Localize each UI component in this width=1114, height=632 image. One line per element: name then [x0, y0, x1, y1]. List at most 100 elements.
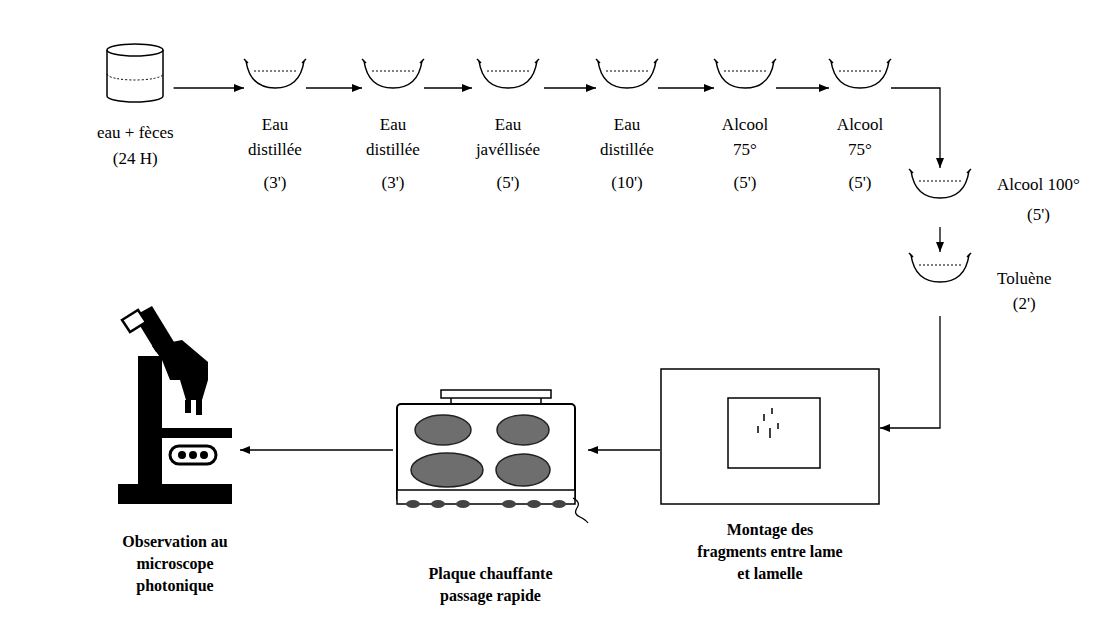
dish-part — [967, 169, 971, 173]
dish-part — [919, 181, 961, 182]
label-group: Alcool 75° (5') — [829, 112, 891, 195]
flow-arrow — [658, 87, 714, 88]
scope-part — [138, 356, 162, 486]
duration-label: (10') — [596, 170, 658, 195]
dish-part — [535, 59, 539, 63]
step-label: Alcool 75° — [829, 112, 891, 162]
label-group: Toluène(2') — [997, 266, 1052, 316]
petri-dish: Eau javéllisée (5') — [472, 58, 544, 195]
plate-part — [397, 490, 575, 504]
beaker-part — [107, 50, 163, 102]
step-label: Eau distillée — [244, 112, 306, 162]
dish-icon — [829, 58, 891, 90]
petri-dish: Eau distillée (3') — [244, 58, 306, 195]
flow-arrow — [776, 87, 829, 88]
scope-part — [180, 380, 208, 400]
plate-part — [415, 415, 471, 445]
plate-part — [406, 500, 420, 508]
plate-part — [552, 500, 566, 508]
label-group: Eau javéllisée (5') — [472, 112, 544, 195]
dish-part — [372, 71, 414, 72]
plate-part — [441, 390, 551, 398]
step-label: Plaque chauffante passage rapide — [421, 563, 561, 607]
petri-dish: Alcool 75° (5') — [829, 58, 891, 195]
label-group: Eau distillée(3') — [362, 112, 424, 195]
dish-part — [254, 71, 296, 72]
slide-icon — [660, 368, 880, 505]
dish-part — [479, 61, 537, 88]
slide-part — [661, 369, 879, 504]
beaker-part — [107, 74, 163, 80]
flow-arrow — [588, 449, 660, 450]
slide-part — [758, 408, 778, 438]
slide-part — [771, 408, 773, 414]
duration-label: (5') — [997, 202, 1080, 227]
label-group: Montage des fragments entre lame et lame… — [694, 519, 846, 585]
flow-arrow — [240, 449, 393, 450]
plate-part — [496, 454, 550, 486]
flow-arrow — [306, 87, 362, 88]
step-label: Eau javéllisée — [472, 112, 544, 162]
flow-arrow — [174, 87, 244, 88]
dish-part — [967, 253, 971, 257]
step-label: Observation au microscope photonique — [113, 531, 238, 597]
slide-mount: Montage des fragments entre lame et lame… — [660, 368, 880, 585]
plate-part — [431, 500, 445, 508]
step-label: Alcool 100° — [997, 172, 1080, 197]
dish-part — [606, 71, 648, 72]
label-group: Eau distillée (10') — [596, 112, 658, 195]
plate-icon — [393, 390, 588, 525]
label-group: Alcool 100° (5') — [997, 172, 1080, 227]
microscope: Observation au microscope photonique — [110, 300, 240, 597]
plate-part — [397, 404, 575, 502]
dish-part — [596, 59, 600, 63]
petri-dish: Alcool 75°(5') — [714, 58, 776, 195]
dish-part — [246, 61, 304, 88]
step-label: Eau distillée — [596, 112, 658, 162]
plate-part — [497, 415, 549, 445]
dish-icon — [244, 58, 306, 90]
slide-part — [757, 426, 759, 433]
step-label: Toluène — [997, 266, 1052, 291]
duration-label: (24 H) — [97, 146, 174, 171]
dish-part — [654, 59, 658, 63]
plate-part — [502, 500, 516, 508]
petri-dish: Toluène(2') — [909, 252, 1052, 316]
label-group: Alcool 75°(5') — [714, 112, 776, 195]
scope-part — [118, 306, 232, 504]
plate-part — [411, 453, 483, 487]
duration-label: (5') — [472, 170, 544, 195]
dish-part — [598, 61, 656, 88]
duration-label: (3') — [244, 170, 306, 195]
label-group: eau + fèces(24 H) — [97, 120, 174, 171]
flow-arrow — [891, 88, 940, 168]
dish-icon — [596, 58, 658, 90]
slide-part — [763, 414, 765, 421]
label-group: Plaque chauffante passage rapide — [421, 563, 561, 607]
dish-part — [829, 59, 833, 63]
dish-icon — [362, 58, 424, 90]
slide-part — [777, 423, 779, 429]
beaker: eau + fèces(24 H) — [97, 42, 174, 171]
beaker-part — [107, 44, 163, 56]
dish-part — [364, 61, 422, 88]
flow-arrow — [939, 227, 940, 252]
duration-label: (2') — [997, 291, 1052, 316]
dish-part — [362, 59, 366, 63]
dish-part — [716, 61, 774, 88]
scope-icon — [110, 300, 240, 505]
dish-part — [772, 59, 776, 63]
petri-dish: Eau distillée(3') — [362, 58, 424, 195]
scope-part — [196, 400, 202, 415]
step-label: eau + fèces — [97, 120, 174, 145]
step-label: Eau distillée — [362, 112, 424, 162]
duration-label: (5') — [829, 170, 891, 195]
dish-part — [302, 59, 306, 63]
dish-part — [724, 71, 766, 72]
beaker-icon — [104, 42, 166, 104]
dish-part — [420, 59, 424, 63]
slide-part — [769, 428, 771, 438]
dish-part — [919, 265, 961, 266]
